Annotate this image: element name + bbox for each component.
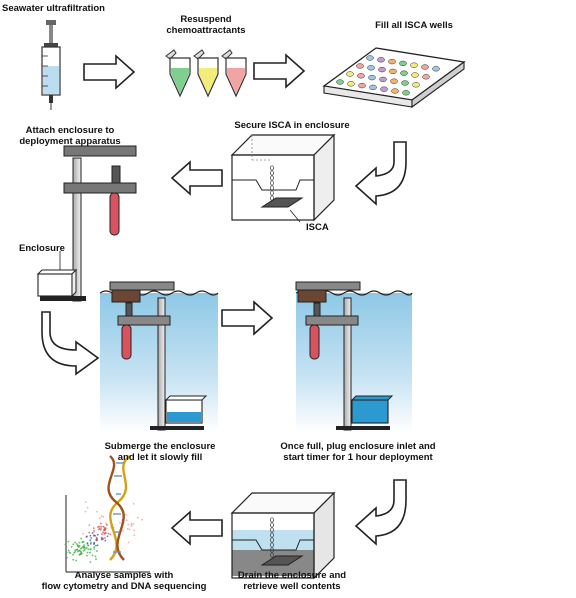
step-plug-line2: start timer for 1 hour deployment xyxy=(283,452,433,463)
step-secure-label: Secure ISCA in enclosure xyxy=(234,120,350,131)
step-submerge-label: Submerge the enclosure and let it slowly… xyxy=(105,441,216,463)
step-plug-line1: Once full, plug enclosure inlet and xyxy=(280,441,436,452)
step-fill-wells-label: Fill all ISCA wells xyxy=(375,20,453,31)
arrow-curved-icon xyxy=(354,141,407,206)
step-resuspend-line2: chemoattractants xyxy=(166,25,246,36)
step-drain-line1: Drain the enclosure and xyxy=(237,570,347,581)
enclosure-box-icon xyxy=(230,133,336,223)
enclosure-drained-icon xyxy=(230,491,336,580)
arrow-left-icon xyxy=(170,160,223,196)
tube-yellow-icon xyxy=(193,49,219,98)
isca-plate-icon xyxy=(322,47,466,109)
flow-cytometry-plot-icon xyxy=(64,495,150,573)
arrow-curved-icon xyxy=(354,479,407,546)
step-attach-line1: Attach enclosure to xyxy=(25,125,115,136)
arrow-left-icon xyxy=(170,510,223,546)
dna-helix-icon xyxy=(107,455,131,561)
deployment-apparatus-deployed-icon xyxy=(295,281,394,431)
step-analyse-label: Analyse samples with flow cytometry and … xyxy=(42,570,207,592)
tube-green-icon xyxy=(165,49,191,98)
step-drain-line2: retrieve well contents xyxy=(243,581,341,592)
step-seawater-ultrafiltration-label: Seawater ultrafiltration xyxy=(2,3,105,14)
arrow-right-icon xyxy=(221,300,274,336)
syringe-icon xyxy=(41,20,61,110)
tube-pink-icon xyxy=(221,49,247,98)
step-resuspend-line1: Resuspend xyxy=(180,14,232,25)
step-analyse-line2: flow cytometry and DNA sequencing xyxy=(41,581,207,592)
isca-label: ISCA xyxy=(306,222,329,233)
step-attach-line2: deployment apparatus xyxy=(19,136,121,147)
step-submerge-line1: Submerge the enclosure xyxy=(104,441,216,452)
step-drain-label: Drain the enclosure and retrieve well co… xyxy=(238,570,346,592)
step-analyse-line1: Analyse samples with xyxy=(74,570,174,581)
arrow-right-icon xyxy=(253,53,306,89)
deployment-apparatus-icon xyxy=(40,145,137,302)
deployment-apparatus-submerged-icon xyxy=(109,281,208,431)
step-attach-label: Attach enclosure to deployment apparatus xyxy=(19,125,120,147)
step-submerge-line2: and let it slowly fill xyxy=(117,452,203,463)
arrow-right-icon xyxy=(83,54,136,90)
step-plug-label: Once full, plug enclosure inlet and star… xyxy=(280,441,435,463)
enclosure-small-icon xyxy=(36,268,78,298)
step-resuspend-label: Resuspend chemoattractants xyxy=(166,14,245,36)
enclosure-label: Enclosure xyxy=(19,243,65,254)
arrow-curved-down-icon xyxy=(41,311,100,376)
